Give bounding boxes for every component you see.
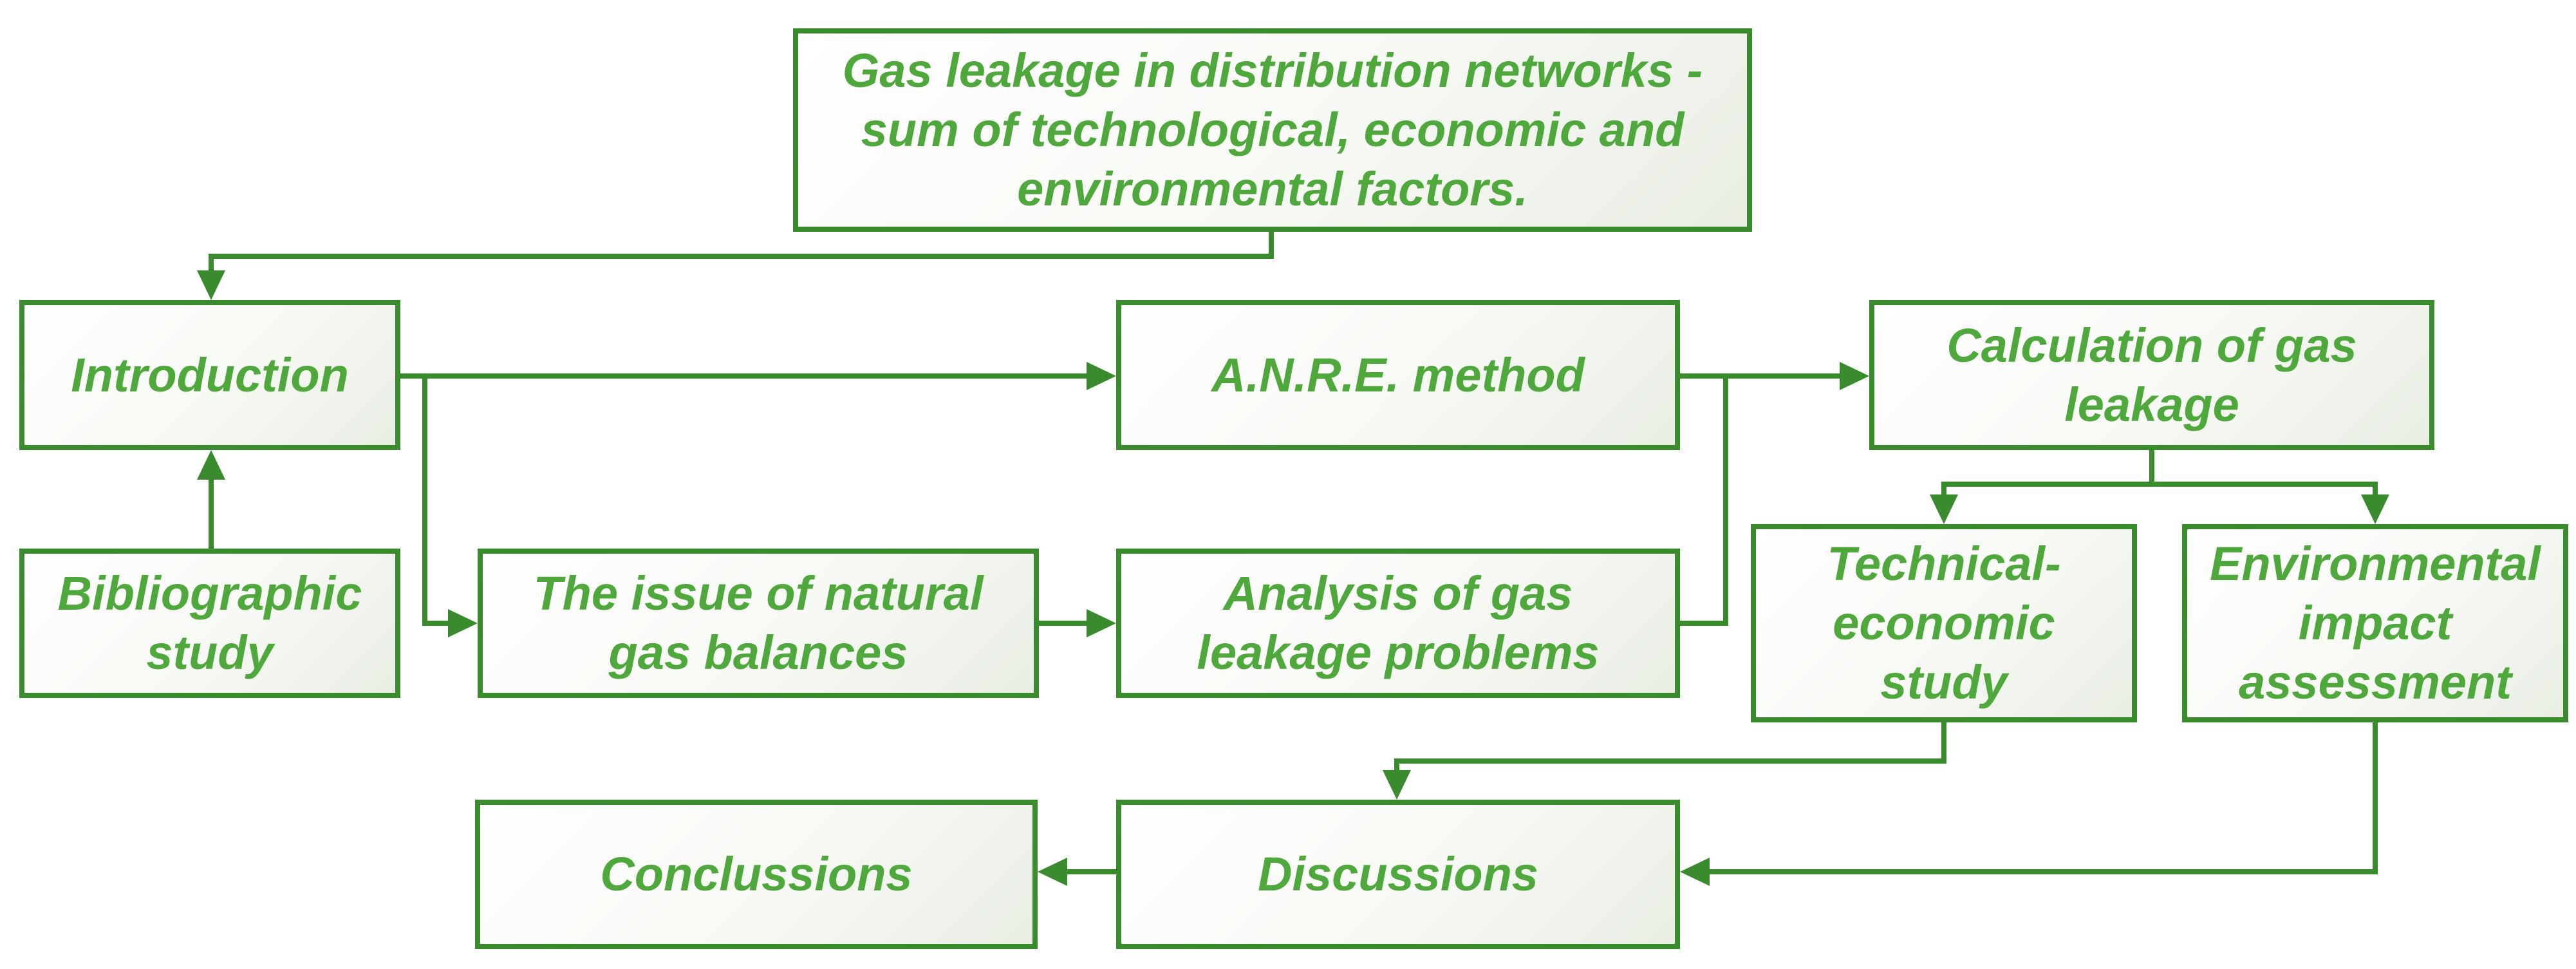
- box-environmental-impact-assessment: Environmental impact assessment: [2182, 524, 2568, 722]
- arrowhead-technical: [1930, 494, 1958, 524]
- box-technical-economic-study: Technical- economic study: [1751, 524, 2137, 722]
- connector-analysis-to-calculation: [1680, 376, 1728, 626]
- box-conclusions: Conclussions: [475, 800, 1038, 949]
- box-discussions: Discussions: [1116, 800, 1680, 949]
- box-introduction-label: Introduction: [71, 348, 349, 402]
- box-bibliographic-study-label: Bibliographic study: [57, 567, 362, 679]
- arrowhead-anre: [1087, 362, 1116, 390]
- arrowhead-analysis: [1087, 609, 1116, 637]
- arrowhead-discussions-right: [1680, 858, 1710, 886]
- box-calculation-of-gas-leakage-label: Calculation of gas leakage: [1946, 318, 2357, 431]
- connector-technical-to-discussions: [1394, 722, 1946, 770]
- arrowhead-issue: [448, 609, 478, 637]
- box-analysis-gas-leakage-problems: Analysis of gas leakage problems: [1116, 549, 1680, 698]
- arrowhead-introduction-up: [197, 450, 225, 480]
- arrowhead-discussions-top: [1383, 770, 1411, 800]
- arrowhead-conclusions: [1038, 858, 1067, 886]
- box-calculation-of-gas-leakage: Calculation of gas leakage: [1869, 300, 2434, 450]
- box-conclusions-label: Conclussions: [600, 847, 913, 901]
- box-introduction: Introduction: [19, 300, 400, 450]
- connector-top-to-introduction: [209, 232, 1274, 270]
- arrowhead-introduction: [197, 270, 225, 300]
- box-gas-leakage-overview-label: Gas leakage in distribution networks - s…: [842, 44, 1703, 216]
- connector-environmental-to-discussions: [1710, 722, 2378, 874]
- box-gas-leakage-overview: Gas leakage in distribution networks - s…: [793, 28, 1752, 232]
- box-anre-method-label: A.N.R.E. method: [1211, 348, 1585, 402]
- box-environmental-impact-assessment-label: Environmental impact assessment: [2210, 537, 2541, 709]
- arrowhead-calculation: [1840, 362, 1869, 390]
- box-technical-economic-study-label: Technical- economic study: [1827, 537, 2061, 709]
- box-bibliographic-study: Bibliographic study: [19, 549, 400, 698]
- box-issue-natural-gas-balances: The issue of natural gas balances: [478, 549, 1039, 698]
- box-discussions-label: Discussions: [1258, 847, 1538, 901]
- box-analysis-gas-leakage-problems-label: Analysis of gas leakage problems: [1197, 567, 1600, 679]
- box-issue-natural-gas-balances-label: The issue of natural gas balances: [533, 567, 984, 679]
- arrowhead-environmental: [2361, 494, 2389, 524]
- box-anre-method: A.N.R.E. method: [1116, 300, 1680, 450]
- connector-introduction-to-issue: [422, 376, 448, 626]
- connector-calculation-split: [1941, 450, 2378, 494]
